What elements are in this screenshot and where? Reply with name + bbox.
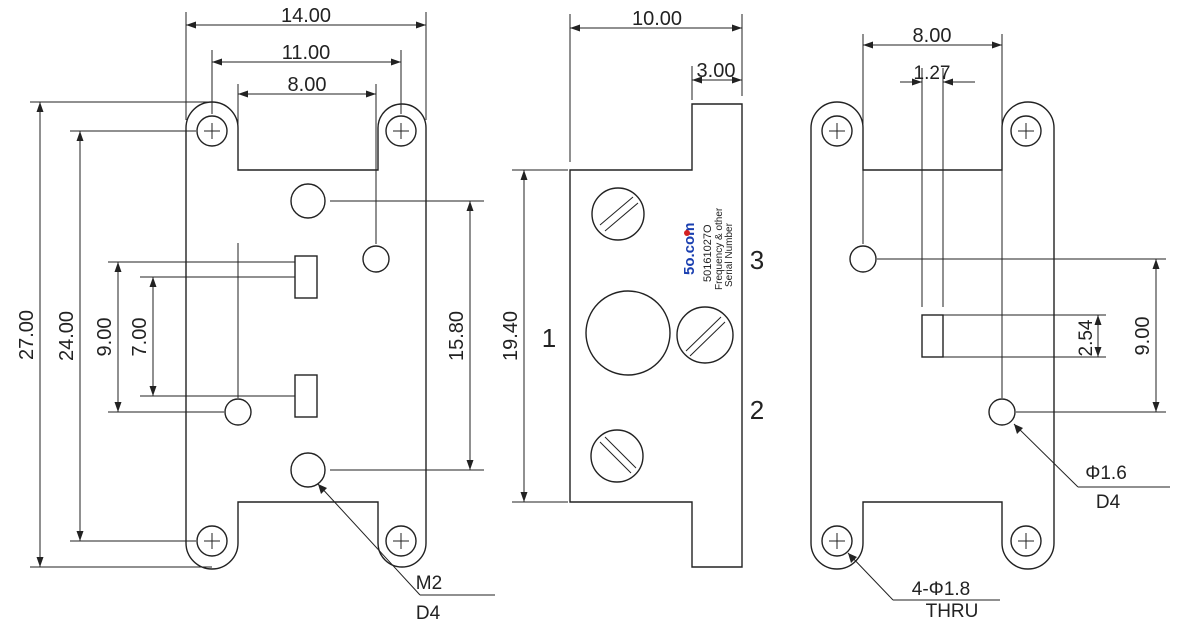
back-pad bbox=[921, 314, 944, 358]
side-body-outline bbox=[569, 103, 743, 568]
dim-front-height-27: 27.00 bbox=[16, 310, 38, 360]
mount-hole-top-left bbox=[196, 115, 228, 147]
pin-hole-right bbox=[362, 245, 390, 273]
callout-mount-dia-1-8: 4-Φ1.8 bbox=[912, 579, 970, 600]
pin-label-3: 3 bbox=[750, 245, 764, 275]
dim-front-hole-span-15-80: 15.80 bbox=[446, 311, 468, 361]
side-view: 5o.com 50161027Ο Frequency & other Seria… bbox=[500, 8, 764, 568]
dim-side-step-3: 3.00 bbox=[697, 60, 736, 82]
back-pin-hole-left bbox=[849, 245, 877, 273]
pad-top bbox=[294, 255, 318, 299]
dim-front-pad-span-7: 7.00 bbox=[129, 318, 151, 357]
screw-bottom bbox=[590, 429, 644, 483]
pin-hole-left bbox=[224, 398, 252, 426]
threaded-hole-bottom bbox=[290, 452, 326, 488]
front-arrowheads bbox=[36, 21, 474, 567]
pin-label-1: 1 bbox=[542, 323, 556, 353]
callout-hole-depth-d4: D4 bbox=[1096, 492, 1121, 513]
product-label: 5o.com 50161027Ο Frequency & other Seria… bbox=[681, 207, 735, 290]
pin-label-2: 2 bbox=[750, 395, 764, 425]
back-mount-hole-top-right bbox=[1010, 115, 1042, 147]
dim-front-width-8: 8.00 bbox=[288, 74, 327, 96]
dim-front-hole-spacing-11: 11.00 bbox=[282, 42, 331, 64]
dim-back-width-8: 8.00 bbox=[913, 25, 952, 47]
mount-hole-top-right bbox=[385, 115, 417, 147]
mount-hole-bottom-right bbox=[385, 525, 417, 557]
back-arrowheads bbox=[848, 41, 1160, 563]
callout-mount-thru: THRU bbox=[926, 601, 979, 622]
front-dimension-lines bbox=[39, 24, 495, 596]
back-view: 8.00 1.27 2.54 9.00 Φ1.6 D4 4-Φ1.8 THRU bbox=[810, 25, 1170, 622]
front-extension-lines bbox=[30, 12, 484, 568]
dim-front-height-24: 24.00 bbox=[56, 311, 78, 361]
label-brand: 5o.com bbox=[681, 222, 698, 275]
dim-front-pad-span-9: 9.00 bbox=[94, 318, 116, 357]
front-body-outline bbox=[185, 101, 427, 570]
label-line3: Serial Number bbox=[724, 222, 735, 287]
dim-back-span-9: 9.00 bbox=[1132, 317, 1154, 356]
label-serial: 50161027Ο bbox=[702, 224, 714, 282]
back-body-outline bbox=[810, 101, 1055, 570]
side-arrowheads bbox=[520, 24, 742, 502]
mount-hole-bottom-left bbox=[196, 525, 228, 557]
dim-back-pad-2-54: 2.54 bbox=[1076, 319, 1097, 356]
back-mount-hole-bottom-right bbox=[1010, 525, 1042, 557]
pad-bottom bbox=[294, 374, 318, 418]
back-mount-hole-top-left bbox=[821, 115, 853, 147]
dim-front-width-14: 14.00 bbox=[281, 5, 331, 27]
back-pin-hole-right bbox=[988, 398, 1016, 426]
back-mount-hole-bottom-left bbox=[821, 525, 853, 557]
brand-dot bbox=[684, 230, 690, 236]
callout-hole-dia-1-6: Φ1.6 bbox=[1085, 463, 1127, 484]
dim-side-height-19-40: 19.40 bbox=[500, 311, 522, 361]
dim-back-pitch-1-27: 1.27 bbox=[914, 63, 951, 84]
dim-side-width-10: 10.00 bbox=[632, 8, 682, 30]
front-view: 14.00 11.00 8.00 27.00 24.00 9.00 7.00 1… bbox=[16, 5, 495, 624]
callout-thread-m2: M2 bbox=[416, 573, 442, 594]
callout-depth-d4-front: D4 bbox=[416, 603, 441, 624]
label-line2: Frequency & other bbox=[714, 207, 725, 290]
side-large-port bbox=[585, 290, 671, 376]
screw-top bbox=[591, 187, 645, 241]
screw-middle-right bbox=[676, 306, 734, 364]
threaded-hole-top bbox=[290, 183, 326, 219]
back-dim-lines bbox=[847, 34, 1170, 601]
